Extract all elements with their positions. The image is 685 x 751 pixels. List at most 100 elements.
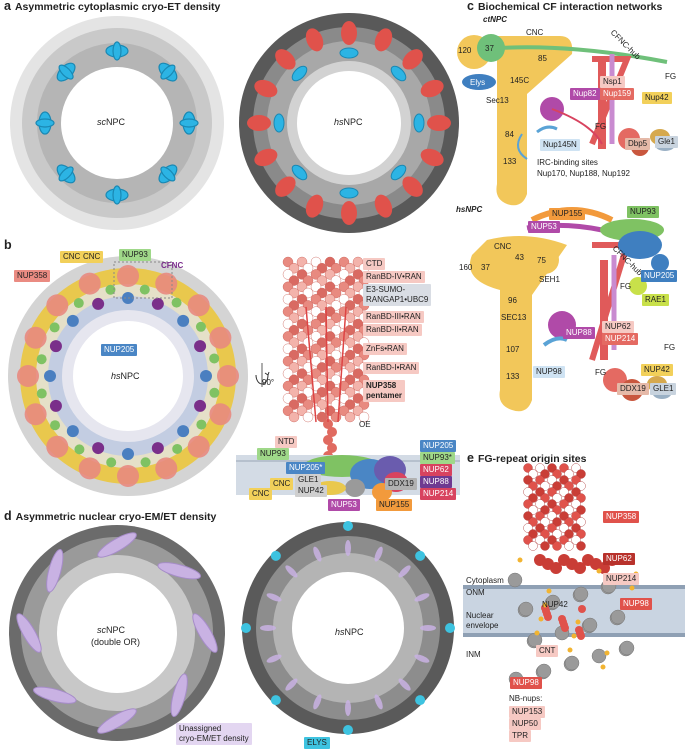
faint-density: [414, 593, 430, 602]
hs-prefix-b: hs: [111, 371, 121, 381]
hs-blue-density: [390, 65, 407, 82]
faint-density: [260, 625, 276, 631]
e-cf-blob: [550, 562, 562, 574]
faint-density: [420, 625, 436, 631]
nup358-blob: [187, 435, 210, 458]
ranbd3-label: RanBD-III•RAN: [363, 311, 424, 323]
ct-cnc: CNC: [526, 28, 544, 37]
e-fg-blob: [561, 624, 569, 632]
hs-nup155: NUP155: [549, 208, 586, 220]
hs-96: 96: [508, 296, 517, 305]
faint-density: [313, 546, 322, 562]
ct-145c: 145C: [510, 76, 530, 85]
hs-rae1: RAE1: [642, 294, 669, 306]
pentamer-blob: [302, 411, 314, 423]
ct-133: 133: [503, 157, 517, 166]
fg-origin-dot: [546, 588, 552, 594]
cfnc-blob: [194, 340, 207, 353]
ct-nsp1: Nsp1: [600, 76, 625, 88]
hs-sec13: SEC13: [501, 313, 527, 322]
unassigned-density: [97, 708, 137, 734]
hs-fg-2: FG: [595, 368, 607, 377]
nup358-density: [254, 79, 278, 98]
ct-nup42: Nup42: [642, 92, 672, 104]
nup93-blob: [195, 321, 206, 332]
ct-85: 85: [538, 54, 547, 63]
nup358-blob: [78, 457, 101, 480]
e-pentamer-blob: [540, 541, 550, 551]
nup358-density: [402, 176, 423, 197]
panel-letter-c: c: [467, 0, 474, 13]
faint-density: [398, 678, 411, 691]
hs-prefix-d: hs: [335, 627, 345, 637]
e-scaffold-blob: [619, 640, 635, 656]
nup358-density: [275, 176, 296, 197]
npc-suffix-d2: NPC: [344, 627, 364, 637]
nup93-blob: [105, 284, 116, 295]
fg-origin-dot: [600, 664, 606, 670]
nup358-density: [374, 194, 393, 218]
cnc-label-1: CNC: [60, 251, 84, 263]
stalk-blob: [327, 427, 337, 437]
sc-blue-density-arm: [112, 185, 122, 205]
pentamer-blob: [330, 411, 342, 423]
nup358-density: [275, 49, 296, 70]
fg-origin-dot: [538, 616, 544, 622]
irc-binding-list: Nup170, Nup188, Nup192: [537, 169, 630, 178]
nup358-pentamer-label: NUP358 pentamer: [363, 380, 406, 402]
faint-density: [285, 678, 298, 691]
e-nup42: NUP42: [542, 600, 568, 609]
e-nup98-b: NUP98: [510, 677, 542, 689]
hs-43: 43: [515, 253, 524, 262]
cnc-label-b4: CNC: [249, 488, 273, 500]
hs-nup214: NUP214: [602, 333, 639, 345]
cytoplasmic-filament-complex-model: [304, 455, 408, 501]
e3-sumo-label: E3-SUMO- RANGAP1•UBC9: [363, 284, 432, 306]
ct-nup159: Nup159: [600, 88, 635, 100]
cfnc-blob: [66, 314, 79, 327]
nup358-blob: [24, 403, 47, 426]
cfnc-blob: [200, 370, 212, 382]
fg-origin-dot: [542, 602, 548, 608]
ct-nup145n: Nup145N: [540, 139, 580, 151]
hsnpc-title-c: hsNPC: [456, 205, 483, 214]
cfnc-blob: [122, 448, 134, 460]
hs-nup53: NUP53: [528, 221, 560, 233]
e-fg-blob: [578, 605, 586, 613]
fg-origin-dot: [567, 647, 573, 653]
e-cnt: CNT: [536, 645, 559, 657]
nup358-density: [305, 28, 324, 52]
nup358-blob: [155, 457, 178, 480]
nup358-blob: [217, 365, 239, 387]
nup93-star-label: NUP93*: [420, 452, 455, 464]
nup88-label-b: NUP88: [420, 476, 452, 488]
fg-origin-dot: [575, 619, 581, 625]
hs-blue-density: [291, 65, 308, 82]
e-nup98-a: NUP98: [620, 598, 652, 610]
hs-fg-1: FG: [620, 282, 632, 291]
fg-origin-dot: [534, 630, 540, 636]
panel-e-title-text: FG-repeat origin sites: [477, 453, 587, 465]
nup358-density: [254, 148, 278, 167]
fg-origin-dot: [604, 650, 610, 656]
faint-density: [414, 654, 430, 663]
e-scaffold-blob: [536, 663, 552, 679]
nup358-density: [420, 148, 444, 167]
ct-120: 120: [458, 46, 472, 55]
ct-gle1: Gle1: [655, 136, 678, 148]
npc-suffix-a: NPC: [106, 117, 126, 127]
e-tpr: TPR: [509, 730, 531, 742]
elys-density: [445, 623, 455, 633]
irc-binding-title: IRC-binding sites: [537, 158, 598, 167]
nup358-density: [374, 28, 393, 52]
nup205-star-label: NUP205*: [286, 462, 326, 474]
hs-blue-density: [339, 187, 359, 199]
hs-blue-density: [291, 164, 308, 181]
faint-density: [313, 694, 322, 710]
nup358-blob: [117, 265, 139, 287]
cnc-label-b3: CNC: [270, 478, 294, 490]
hs-75: 75: [537, 256, 546, 265]
cfnc-blob: [49, 340, 62, 353]
